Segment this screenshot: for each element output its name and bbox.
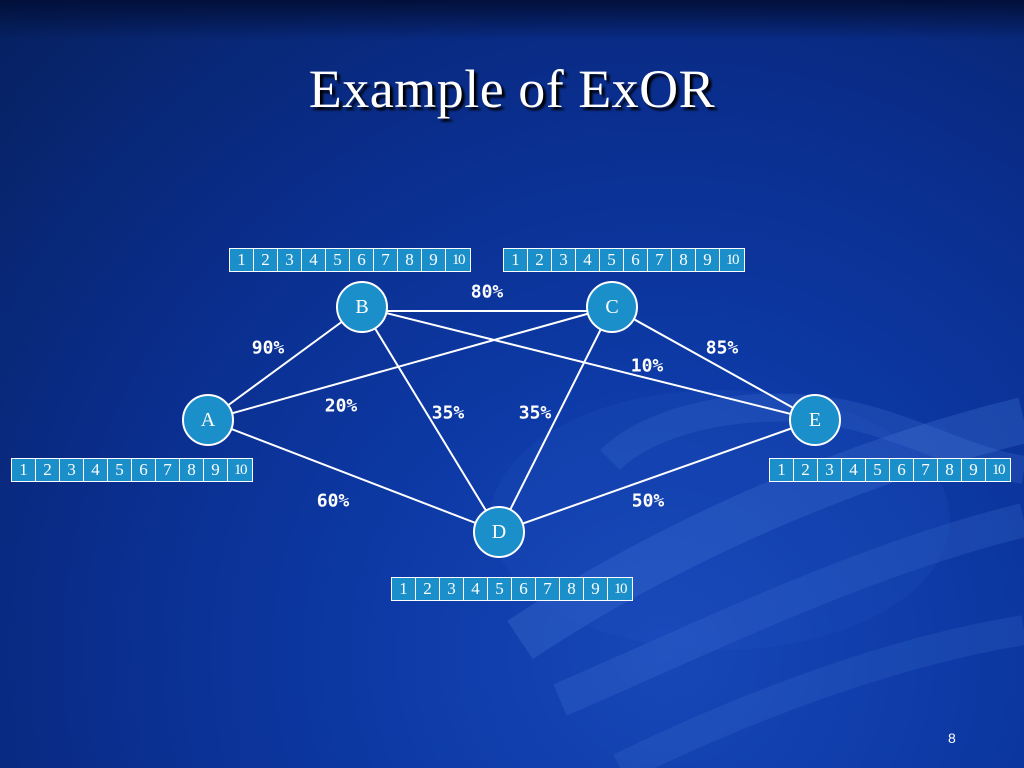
- edge-label-a-c: 20%: [324, 395, 358, 417]
- buffer-cell: 10: [234, 461, 248, 478]
- buffer-cell: 4: [464, 578, 488, 600]
- edge-label-b-c: 80%: [470, 281, 504, 303]
- buffer-cell: 1: [770, 459, 794, 481]
- buffer-cell: 2: [36, 459, 60, 481]
- edge-label-a-b: 90%: [251, 337, 285, 359]
- buffer-cell: 5: [326, 249, 350, 271]
- buffer-cell: 7: [648, 249, 672, 271]
- buffer-cell: 10: [992, 461, 1006, 478]
- edge-a-d: [207, 419, 500, 533]
- buffer-cell: 5: [108, 459, 132, 481]
- buffer-cell: 2: [416, 578, 440, 600]
- edge-d-e: [498, 419, 816, 533]
- buffer-cell: 3: [440, 578, 464, 600]
- edge-c-d: [498, 306, 613, 533]
- node-c: C: [586, 281, 638, 333]
- buffer-cell: 3: [818, 459, 842, 481]
- buffer-cell: 2: [528, 249, 552, 271]
- page-number: 8: [948, 730, 956, 746]
- node-e: E: [789, 394, 841, 446]
- buffer-cell: 9: [204, 459, 228, 481]
- buffer-cell: 1: [12, 459, 36, 481]
- buffer-cell: 6: [132, 459, 156, 481]
- buffer-cell: 2: [794, 459, 818, 481]
- slide-title: Example of ExOR: [308, 59, 716, 119]
- edge-label-d-e: 50%: [631, 490, 665, 512]
- buffer-cell: 9: [422, 249, 446, 271]
- edge-a-c: [207, 306, 613, 421]
- buffer-cell: 3: [278, 249, 302, 271]
- node-d: D: [473, 506, 525, 558]
- buffer-cell: 1: [504, 249, 528, 271]
- buffer-cell: 4: [84, 459, 108, 481]
- buffer-cell: 3: [60, 459, 84, 481]
- buffer-cell: 7: [536, 578, 560, 600]
- buffer-cell: 6: [624, 249, 648, 271]
- buffer-cell: 8: [180, 459, 204, 481]
- edge-b-e: [361, 306, 816, 421]
- buffer-cell: 5: [600, 249, 624, 271]
- buffer-cell: 7: [914, 459, 938, 481]
- buffer-cell: 2: [254, 249, 278, 271]
- buffer-cell: 8: [938, 459, 962, 481]
- top-dark-band: [0, 0, 1024, 40]
- buffer-cell: 1: [230, 249, 254, 271]
- node-b: B: [336, 281, 388, 333]
- buffer-cell: 4: [302, 249, 326, 271]
- buffer-cell: 10: [614, 580, 628, 597]
- buffer-cell: 8: [672, 249, 696, 271]
- buffer-cell: 9: [584, 578, 608, 600]
- edge-label-c-d: 35%: [518, 402, 552, 424]
- buffer-cell: 3: [552, 249, 576, 271]
- buffer-cell: 7: [374, 249, 398, 271]
- buffer-cell: 1: [392, 578, 416, 600]
- edge-label-b-e: 10%: [630, 355, 664, 377]
- buffer-cell: 8: [560, 578, 584, 600]
- edge-label-a-d: 60%: [316, 490, 350, 512]
- buffer-cell: 9: [696, 249, 720, 271]
- buffer-cell: 9: [962, 459, 986, 481]
- buffer-cell: 8: [398, 249, 422, 271]
- buffer-cell: 6: [890, 459, 914, 481]
- buffer-cell: 6: [350, 249, 374, 271]
- node-a: A: [182, 394, 234, 446]
- buffer-cell: 7: [156, 459, 180, 481]
- buffer-cell: 10: [726, 251, 740, 268]
- edge-b-d: [361, 306, 500, 533]
- buffer-cell: 10: [452, 251, 466, 268]
- edge-label-b-d: 35%: [431, 402, 465, 424]
- buffer-cell: 5: [866, 459, 890, 481]
- buffer-cell: 6: [512, 578, 536, 600]
- buffer-cell: 5: [488, 578, 512, 600]
- edge-a-b: [207, 306, 363, 421]
- edge-c-e: [611, 306, 816, 421]
- edge-label-c-e: 85%: [705, 337, 739, 359]
- buffer-cell: 4: [576, 249, 600, 271]
- buffer-cell: 4: [842, 459, 866, 481]
